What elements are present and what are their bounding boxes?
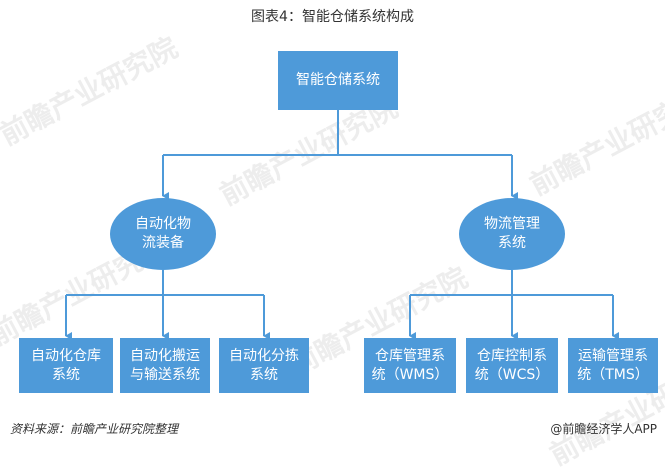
leaf-node-auto-handling: 自动化搬运 与输送系统 <box>120 338 210 393</box>
branch-node-management: 物流管理 系统 <box>459 198 565 270</box>
leaf-node-wcs: 仓库控制系 统（WCS） <box>466 338 558 393</box>
leaf-node-wms: 仓库管理系 统（WMS） <box>364 338 456 393</box>
root-node: 智能仓储系统 <box>278 51 398 110</box>
leaf-node-auto-warehouse: 自动化仓库 系统 <box>19 338 113 393</box>
source-note: 资料来源：前瞻产业研究院整理 <box>10 422 179 436</box>
leaf-node-auto-sorting: 自动化分拣 系统 <box>219 338 309 393</box>
branch-node-equipment: 自动化物 流装备 <box>110 198 216 270</box>
leaf-node-tms: 运输管理系 统（TMS） <box>568 338 658 393</box>
chart-title: 图表4：智能仓储系统构成 <box>251 9 414 25</box>
connector-lines <box>65 110 619 340</box>
brand-credit: @前瞻经济学人APP <box>550 422 657 436</box>
